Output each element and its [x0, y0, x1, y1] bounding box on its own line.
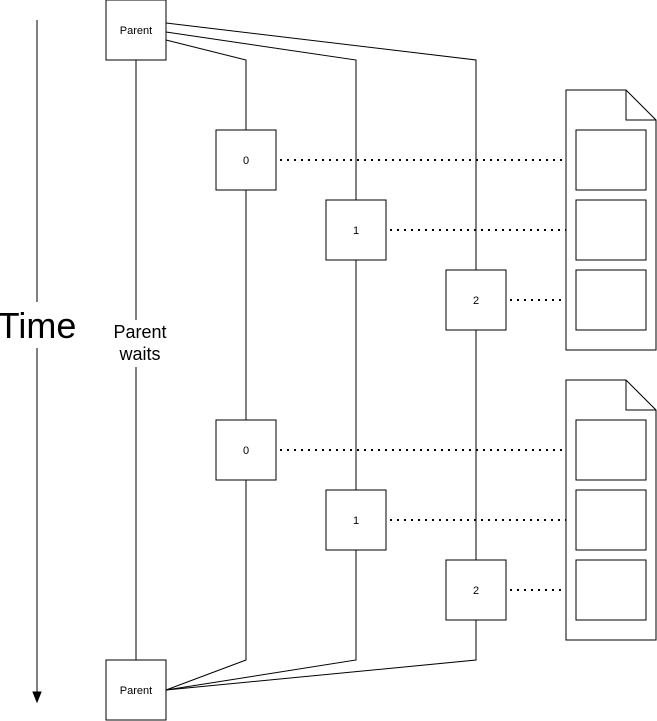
child-box-round1-2-frame	[445, 269, 507, 331]
child-timelines	[245, 190, 477, 560]
child-box-round1-2-label: 2	[473, 295, 479, 307]
parent-box-top-label: Parent	[120, 25, 152, 37]
child-box-round2-1: 1	[325, 489, 387, 551]
document-fold-corner	[625, 90, 656, 121]
output-connectors	[280, 159, 576, 591]
parent-box-bottom: Parent	[105, 659, 167, 721]
join-line-child-0	[165, 480, 247, 691]
parent-waits-label-line1: Parent	[113, 322, 166, 342]
child-box-round1-1-label: 1	[353, 225, 359, 237]
parent-box-bottom-frame	[105, 659, 167, 721]
child-box-round1-0: 0	[215, 129, 277, 191]
document-1-slot-0	[575, 129, 647, 191]
time-axis: Time	[0, 20, 76, 704]
join-lines	[165, 480, 477, 691]
parent-box-bottom-label: Parent	[120, 685, 152, 697]
child-box-round1-0-label: 0	[243, 155, 249, 167]
child-box-round2-0: 0	[215, 419, 277, 481]
output-document-2	[565, 379, 657, 641]
document-1-slot-2	[575, 269, 647, 331]
child-box-round1-0-frame	[215, 129, 277, 191]
document-2-slot-1	[575, 489, 647, 551]
child-box-round2-2-label: 2	[473, 585, 479, 597]
parent-timeline: Parent waits	[113, 60, 167, 660]
document-1-slot-1	[575, 199, 647, 261]
document-fold-corner	[625, 380, 656, 411]
join-line-child-2	[165, 620, 477, 691]
parent-box-top: Parent	[105, 0, 167, 61]
child-box-round2-2-frame	[445, 559, 507, 621]
time-label: Time	[0, 305, 76, 346]
child-box-round2-0-frame	[215, 419, 277, 481]
fork-line-child-0	[165, 39, 247, 130]
join-line-child-1	[165, 550, 357, 691]
parent-waits-label-line2: waits	[118, 344, 160, 364]
document-2-slot-2	[575, 559, 647, 621]
fork-line-child-2	[165, 22, 477, 270]
time-label-background	[0, 305, 76, 347]
time-arrowhead-icon	[32, 691, 42, 704]
parent-box-top-frame	[105, 0, 167, 61]
fork-lines	[165, 22, 477, 270]
child-box-round2-0-label: 0	[243, 445, 249, 457]
child-box-round1-2: 2	[445, 269, 507, 331]
child-box-round2-1-frame	[325, 489, 387, 551]
fork-line-child-1	[165, 31, 357, 200]
child-box-round1-1: 1	[325, 199, 387, 261]
document-2-slot-0	[575, 419, 647, 481]
child-box-round1-1-frame	[325, 199, 387, 261]
child-box-round2-2: 2	[445, 559, 507, 621]
child-box-round2-1-label: 1	[353, 515, 359, 527]
output-document-1	[565, 89, 657, 351]
